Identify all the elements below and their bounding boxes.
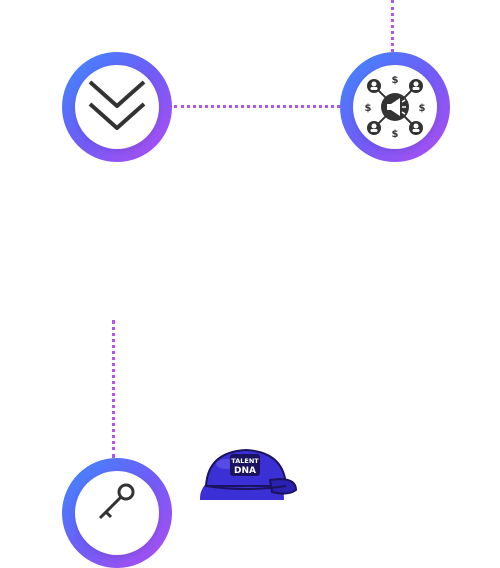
step-node-inner bbox=[75, 65, 159, 149]
connector-top bbox=[391, 0, 394, 52]
connector-middle bbox=[174, 105, 340, 108]
svg-text:$: $ bbox=[392, 76, 399, 86]
step-node-key[interactable] bbox=[62, 458, 172, 568]
double-chevron-down-icon bbox=[88, 80, 146, 130]
step-node-megaphone[interactable]: $ $ $ $ bbox=[340, 52, 450, 162]
step-node-inner: $ $ $ $ bbox=[353, 65, 437, 149]
svg-text:$: $ bbox=[419, 103, 426, 114]
connector-left bbox=[112, 320, 115, 458]
mascot-illustration: TALENT DNA bbox=[192, 446, 300, 500]
mascot-cap-text-1: TALENT bbox=[231, 457, 259, 465]
svg-text:$: $ bbox=[392, 129, 399, 138]
svg-text:$: $ bbox=[365, 103, 372, 114]
key-icon bbox=[98, 483, 135, 520]
step-node-chevron[interactable] bbox=[62, 52, 172, 162]
step-node-inner bbox=[75, 471, 159, 555]
mascot-cap-text-2: DNA bbox=[234, 466, 256, 476]
megaphone-network-icon: $ $ $ $ bbox=[365, 76, 426, 138]
